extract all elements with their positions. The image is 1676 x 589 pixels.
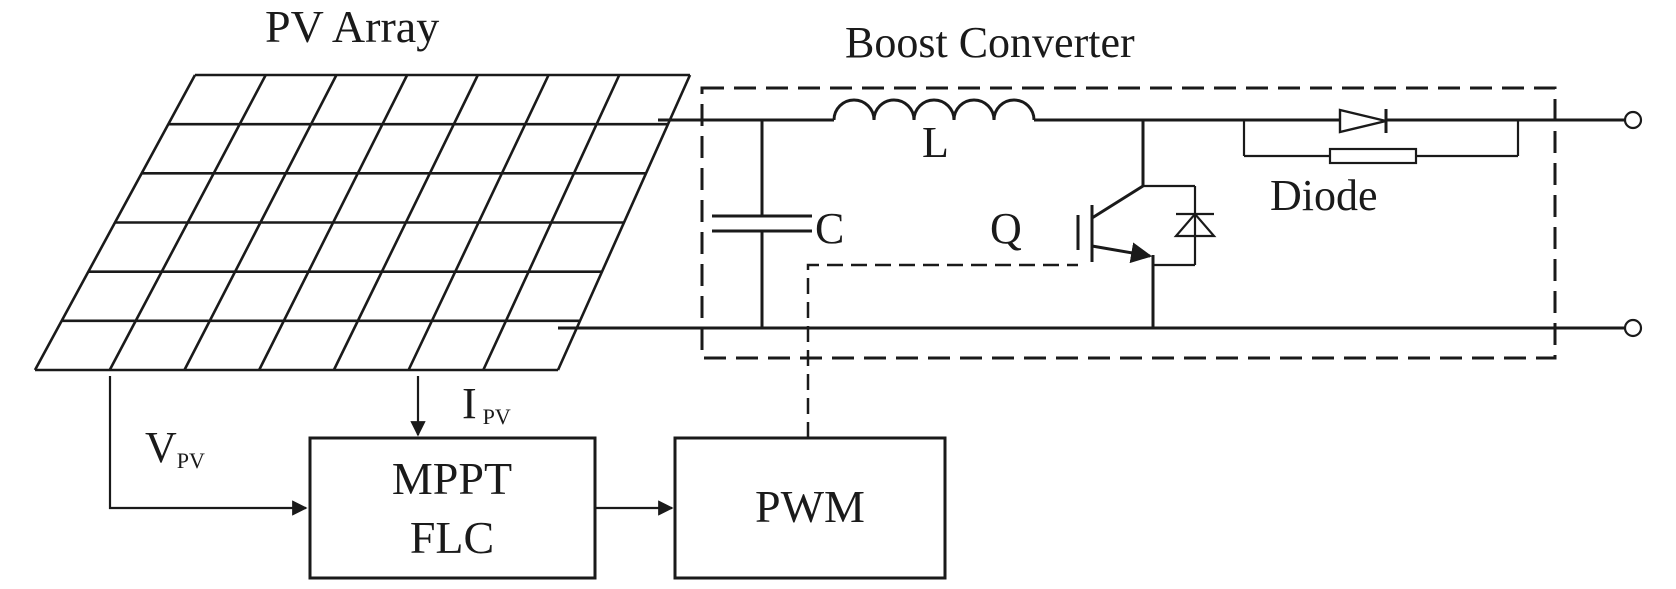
switch-label: Q — [990, 204, 1022, 253]
mppt-flc-block: MPPT FLC — [308, 436, 597, 580]
boost-converter: Boost Converter — [700, 18, 1557, 360]
capacitor-label: C — [815, 204, 844, 253]
pv-array-label: PV Array — [265, 1, 439, 52]
pv-array: PV Array — [33, 1, 692, 372]
diode-label: Diode — [1270, 171, 1378, 220]
vpv-signal-line — [108, 376, 308, 516]
boost-converter-label: Boost Converter — [845, 18, 1135, 67]
output-terminal-bottom — [1623, 318, 1643, 338]
inductor-label: L — [922, 118, 949, 167]
power-wires — [558, 98, 1625, 330]
output-terminal-top — [1623, 110, 1643, 130]
output-diode — [1242, 108, 1520, 165]
flc-label: FLC — [410, 512, 494, 563]
pv-panel-grid — [33, 73, 692, 372]
inductor-coil — [832, 98, 1036, 121]
vpv-label: VPV — [145, 423, 205, 473]
mppt-label: MPPT — [392, 453, 512, 504]
capacitor — [712, 120, 812, 328]
pwm-label: PWM — [755, 481, 865, 532]
pwm-block: PWM — [673, 436, 947, 580]
gate-drive-signal — [806, 263, 1078, 438]
boost-converter-boundary — [700, 86, 1557, 360]
switch-q — [1076, 120, 1217, 328]
parallel-resistor — [1328, 147, 1418, 165]
